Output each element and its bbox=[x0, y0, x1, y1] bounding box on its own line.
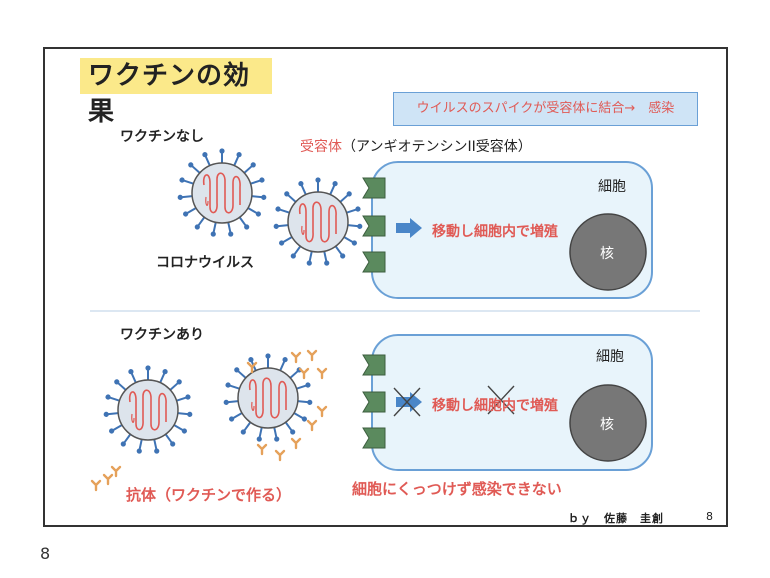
receptor-top-2 bbox=[362, 215, 386, 237]
receptor-top-1 bbox=[362, 177, 386, 199]
virus-top-1 bbox=[177, 148, 266, 237]
receptor-label-red: 受容体 bbox=[300, 139, 342, 155]
slide-page-number: 8 bbox=[706, 510, 713, 523]
section-label-without-vaccine: ワクチンなし bbox=[120, 129, 204, 145]
antibody-label: 抗体（ワクチンで作る） bbox=[126, 486, 292, 504]
nucleus-top bbox=[569, 213, 647, 291]
virus-bottom-2 bbox=[223, 353, 312, 442]
move-text-top: 移動し細胞内で増殖 bbox=[432, 224, 558, 240]
no-infection-text: 細胞にくっつけず感染できない bbox=[352, 480, 562, 498]
cross-mark-2 bbox=[487, 385, 515, 415]
receptor-label-detail: （アンギオテンシンII受容体） bbox=[342, 139, 532, 155]
cross-mark-1 bbox=[393, 387, 421, 417]
nucleus-label-bottom: 核 bbox=[600, 417, 614, 433]
infection-info-box: ウイルスのスパイクが受容体に結合→ 感染 bbox=[393, 92, 698, 126]
receptor-top-3 bbox=[362, 251, 386, 273]
arrow-top bbox=[396, 218, 422, 238]
receptor-label: 受容体（アンギオテンシンII受容体） bbox=[300, 136, 532, 156]
receptor-bottom-3 bbox=[362, 427, 386, 449]
nucleus-bottom bbox=[569, 384, 647, 462]
receptor-bottom-2 bbox=[362, 391, 386, 413]
virus-label: コロナウイルス bbox=[156, 255, 254, 271]
virus-bottom-1 bbox=[103, 365, 192, 454]
section-label-with-vaccine: ワクチンあり bbox=[120, 327, 204, 343]
nucleus-label-top: 核 bbox=[600, 246, 614, 262]
move-text-bottom: 移動し細胞内で増殖 bbox=[432, 398, 558, 414]
page-title: ワクチンの効果 bbox=[80, 58, 272, 127]
cell-label-bottom: 細胞 bbox=[596, 349, 624, 365]
cell-label-top: 細胞 bbox=[598, 179, 626, 195]
page-number: 8 bbox=[40, 544, 51, 563]
author-credit: ｂｙ 佐藤 圭創 bbox=[568, 512, 664, 525]
receptor-bottom-1 bbox=[362, 354, 386, 376]
virus-top-2 bbox=[273, 177, 362, 266]
